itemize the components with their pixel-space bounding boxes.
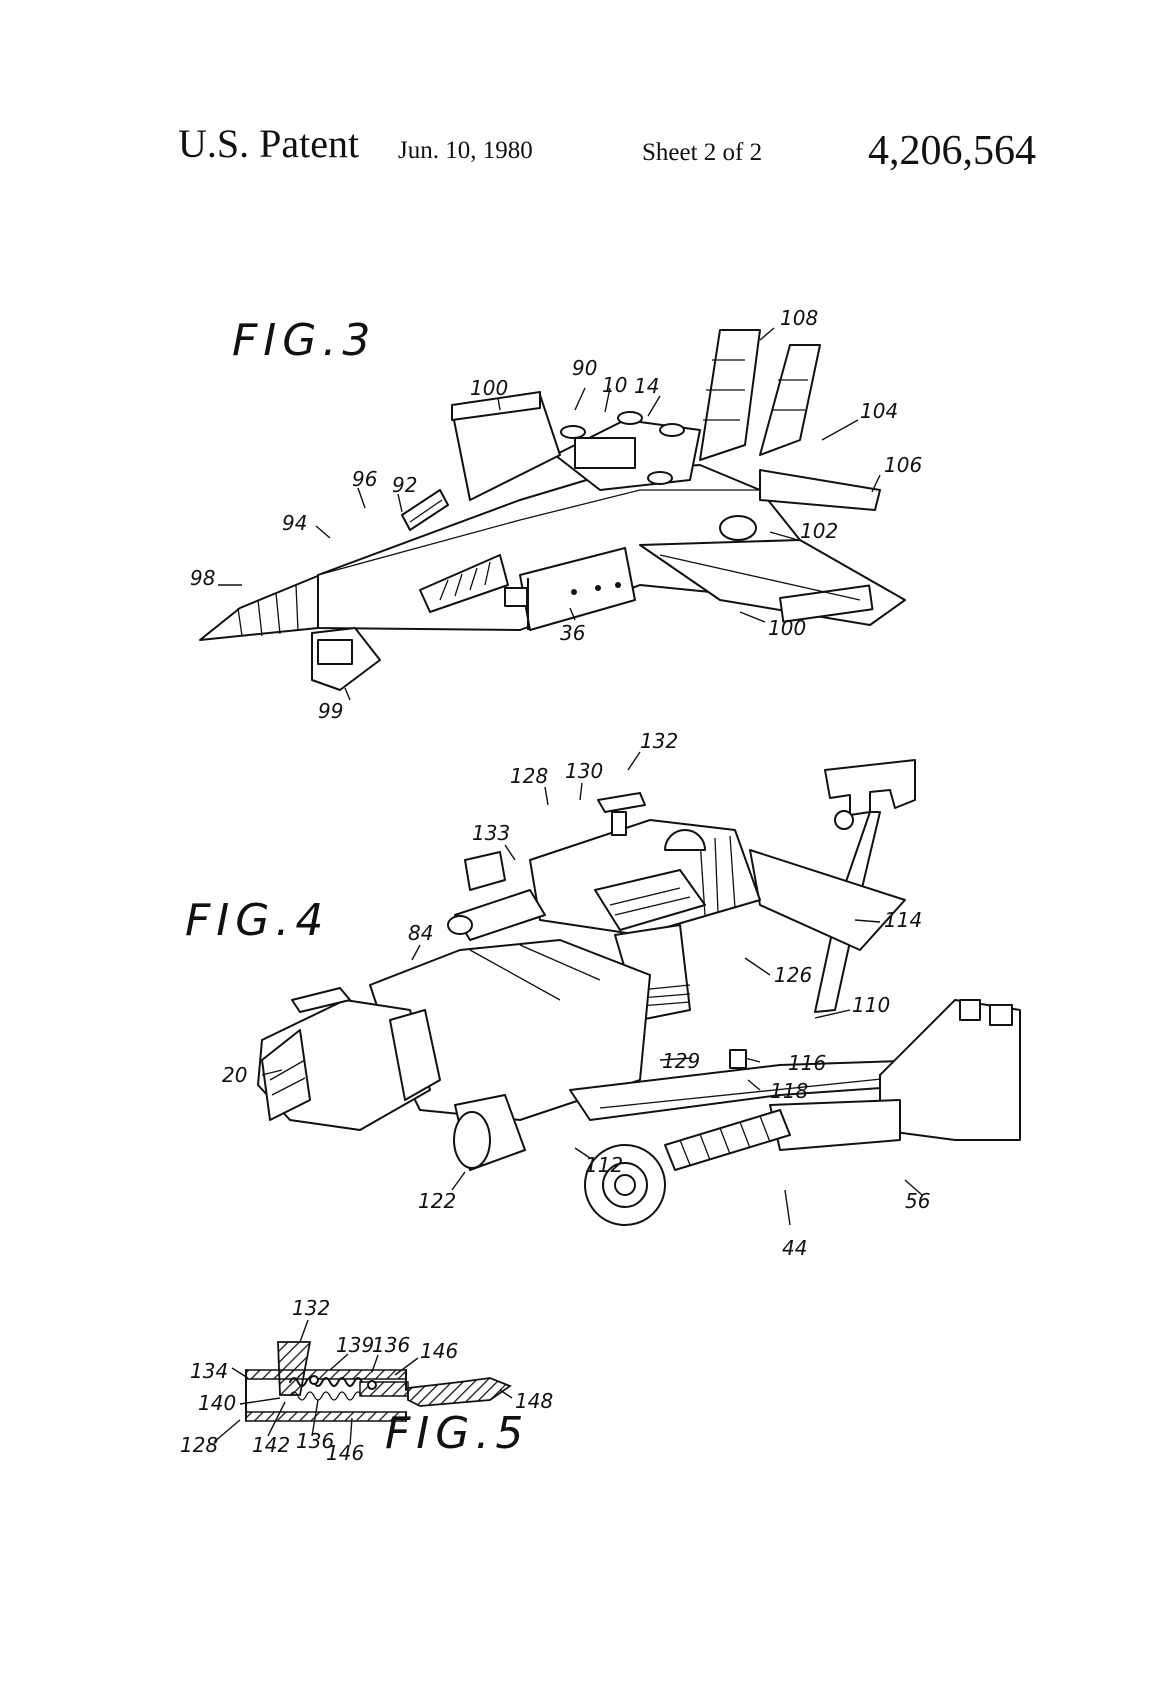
ref-numeral: 56	[905, 1189, 930, 1213]
ref-numeral: 136	[372, 1333, 410, 1357]
ref-numeral: 126	[774, 963, 812, 987]
patent-title: U.S. Patent	[178, 121, 360, 166]
ref-numeral: 130	[565, 759, 603, 783]
ref-numeral: 10	[602, 373, 627, 397]
ref-numeral: 106	[884, 453, 922, 477]
ref-numeral: 99	[318, 699, 343, 723]
ref-numeral: 122	[418, 1189, 456, 1213]
ref-numeral: 84	[408, 921, 433, 945]
sheet-indicator: Sheet 2 of 2	[642, 139, 763, 166]
ref-numeral: 139	[336, 1333, 374, 1357]
ref-numeral: 90	[572, 356, 597, 380]
ref-numeral: 133	[472, 821, 510, 845]
ref-numeral: 140	[198, 1391, 236, 1415]
ref-numeral: 136	[296, 1429, 334, 1453]
ref-numeral: 94	[282, 511, 307, 535]
fig5-section-illustration	[245, 1341, 512, 1422]
ref-numeral: 128	[510, 764, 548, 788]
ref-numeral: 36	[560, 621, 585, 645]
ref-numeral: 142	[252, 1433, 290, 1457]
ref-numeral: 128	[180, 1433, 218, 1457]
ref-numeral: 114	[884, 908, 922, 932]
figure-4: FIG.4	[185, 729, 1021, 1260]
ref-numeral: 129	[662, 1049, 700, 1073]
ref-numeral: 112	[585, 1153, 623, 1177]
ref-numeral: 14	[634, 374, 659, 398]
ref-numeral: 100	[768, 616, 806, 640]
fig5-label: FIG.5	[385, 1408, 529, 1459]
ref-numeral: 134	[190, 1359, 228, 1383]
fig4-reference-numerals: 132 130 128 133 84 114 126 110 20 129 11…	[222, 729, 930, 1260]
ref-numeral: 92	[392, 473, 417, 497]
ref-numeral: 148	[515, 1389, 553, 1413]
ref-numeral: 110	[852, 993, 890, 1017]
ref-numeral: 132	[292, 1296, 330, 1320]
fig4-launcher-illustration	[257, 759, 1021, 1226]
figure-3: FIG.3	[190, 306, 922, 723]
ref-numeral: 102	[800, 519, 838, 543]
fig5-reference-numerals: 132 139 136 146 134 148 140 128 142 136 …	[180, 1296, 553, 1465]
fig3-label: FIG.3	[232, 315, 376, 366]
ref-numeral: 98	[190, 566, 215, 590]
ref-numeral: 104	[860, 399, 898, 423]
figure-5: FIG.5 132 139	[180, 1296, 553, 1465]
fig4-label: FIG.4	[185, 895, 329, 946]
ref-numeral: 96	[352, 467, 377, 491]
fig3-jet-illustration	[199, 329, 906, 691]
ref-numeral: 100	[470, 376, 508, 400]
ref-numeral: 146	[420, 1339, 458, 1363]
patent-number: 4,206,564	[868, 128, 1036, 174]
ref-numeral: 132	[640, 729, 678, 753]
ref-numeral: 118	[770, 1079, 808, 1103]
patent-date: Jun. 10, 1980	[398, 137, 533, 164]
ref-numeral: 146	[326, 1441, 364, 1465]
ref-numeral: 108	[780, 306, 818, 330]
ref-numeral: 44	[782, 1236, 807, 1260]
fig3-reference-numerals: 100 90 10 14 108 104 106 96 92 94 98 102…	[190, 306, 922, 723]
ref-numeral: 20	[222, 1063, 247, 1087]
ref-numeral: 116	[788, 1051, 826, 1075]
